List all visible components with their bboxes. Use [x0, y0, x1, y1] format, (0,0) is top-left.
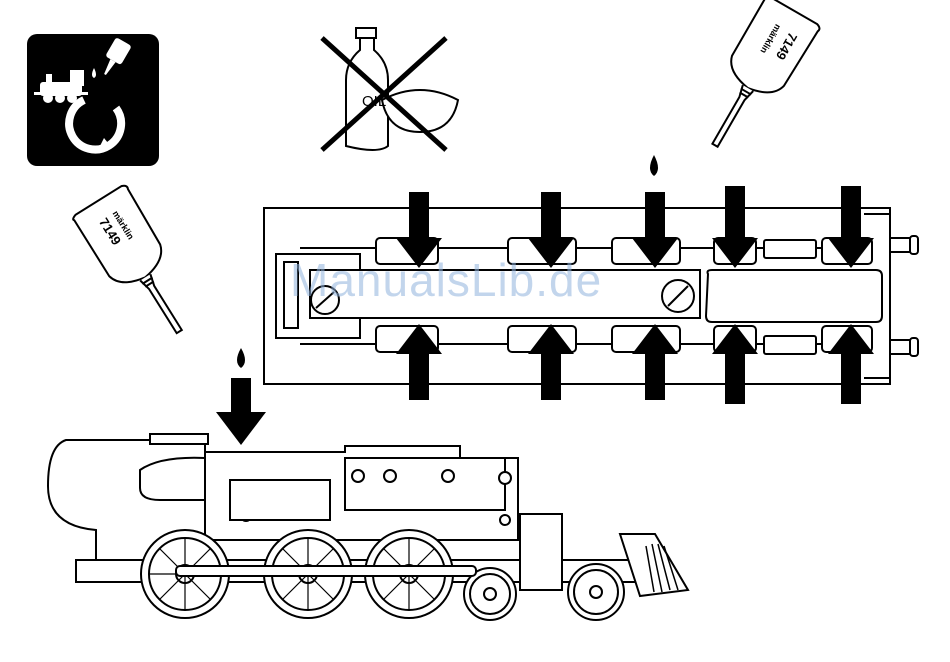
- oil-bottle-left-icon: märklin 7149: [72, 184, 266, 445]
- oil-drop-icon: [237, 348, 245, 368]
- locomotive-side-view: [48, 434, 688, 620]
- lubrication-arrow-icon: [216, 378, 266, 445]
- watermark-text: ManualsLib.de: [290, 254, 602, 306]
- oil-drop-icon: [650, 155, 658, 176]
- maintenance-cycle-icon: [27, 34, 159, 166]
- oil-bottle-right-icon: märklin 7149: [650, 0, 821, 176]
- pony-wheel: [568, 564, 624, 620]
- no-oil-icon: OIL: [322, 28, 458, 150]
